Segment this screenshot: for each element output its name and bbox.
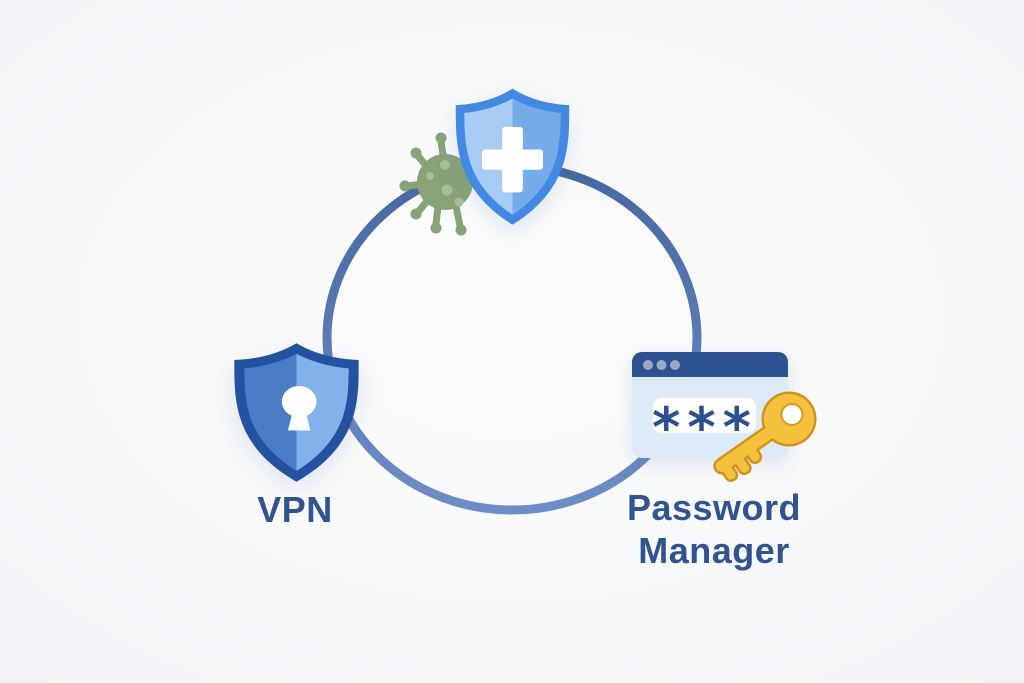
password-input [652, 397, 757, 434]
password-manager-window-icon: *** [632, 352, 788, 459]
medical-cross-icon [482, 126, 543, 193]
key-icon [703, 384, 824, 490]
password-manager-label: Password Manager [626, 487, 802, 571]
keyhole-icon [281, 385, 317, 431]
window-titlebar [632, 352, 788, 377]
window-control-dots-icon [643, 360, 680, 370]
vpn-shield-icon [234, 343, 359, 482]
antivirus-shield-icon [455, 88, 570, 225]
vpn-label: VPN [257, 489, 333, 530]
virus-icon [399, 132, 473, 236]
